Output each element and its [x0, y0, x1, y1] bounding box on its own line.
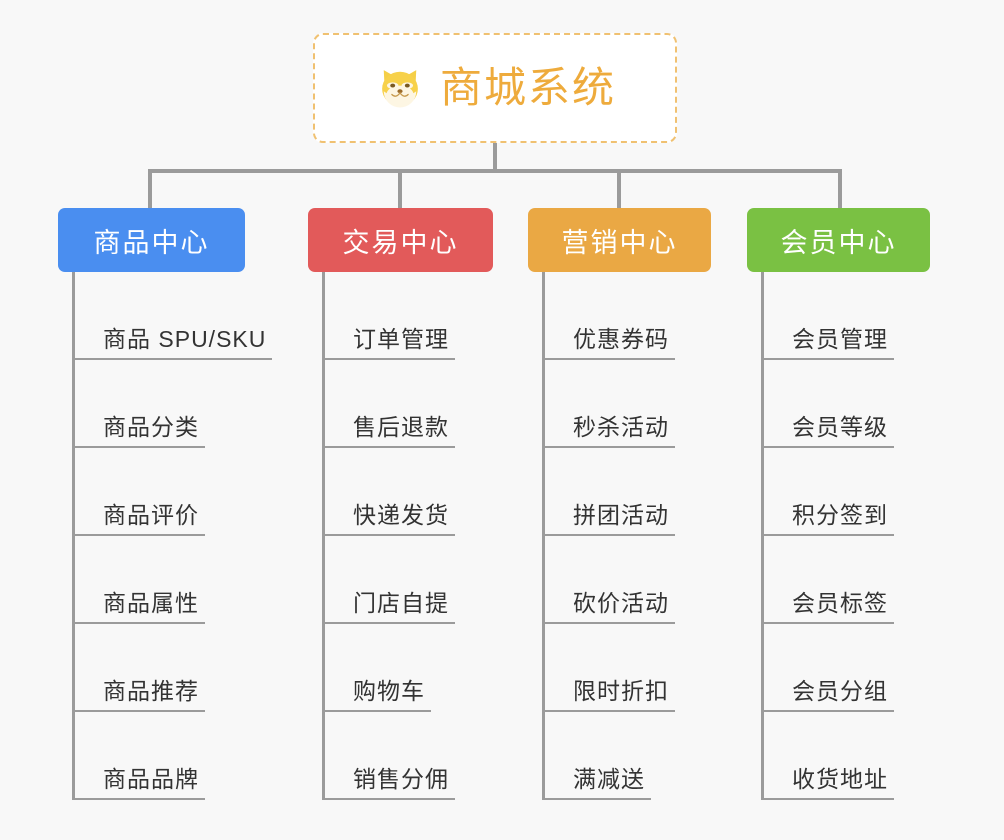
list-item[interactable]: 满减送	[545, 712, 758, 800]
leaf-list-2: 订单管理 售后退款 快递发货 门店自提 购物车 销售分佣	[322, 272, 538, 800]
category-label: 会员中心	[780, 227, 897, 258]
list-item[interactable]: 会员等级	[764, 360, 977, 448]
leaf-label: 会员等级	[792, 413, 888, 440]
list-item[interactable]: 售后退款	[325, 360, 538, 448]
list-item[interactable]: 订单管理	[325, 272, 538, 360]
branch-column-2: 交易中心 订单管理 售后退款 快递发货 门店自提 购物车 销售分佣	[308, 208, 538, 800]
leaf-label: 门店自提	[353, 589, 449, 616]
category-label: 营销中心	[561, 227, 678, 258]
leaf-label: 商品属性	[103, 589, 199, 616]
leaf-label: 订单管理	[353, 325, 449, 352]
list-item[interactable]: 收货地址	[764, 712, 977, 800]
list-item[interactable]: 积分签到	[764, 448, 977, 536]
connector-drop-2	[398, 169, 402, 211]
list-item[interactable]: 商品 SPU/SKU	[75, 272, 288, 360]
list-item[interactable]: 门店自提	[325, 536, 538, 624]
leaf-list-1: 商品 SPU/SKU 商品分类 商品评价 商品属性 商品推荐 商品品牌	[72, 272, 288, 800]
leaf-list-4: 会员管理 会员等级 积分签到 会员标签 会员分组 收货地址	[761, 272, 977, 800]
list-item[interactable]: 商品属性	[75, 536, 288, 624]
list-item[interactable]: 砍价活动	[545, 536, 758, 624]
leaf-list-3: 优惠券码 秒杀活动 拼团活动 砍价活动 限时折扣 满减送	[542, 272, 758, 800]
leaf-label: 砍价活动	[573, 589, 669, 616]
category-header-4[interactable]: 会员中心	[747, 208, 930, 272]
list-item[interactable]: 销售分佣	[325, 712, 538, 800]
list-item[interactable]: 拼团活动	[545, 448, 758, 536]
leaf-label: 优惠券码	[573, 325, 669, 352]
leaf-label: 积分签到	[792, 501, 888, 528]
branch-column-4: 会员中心 会员管理 会员等级 积分签到 会员标签 会员分组 收货地址	[747, 208, 977, 800]
connector-horizontal-bus	[148, 169, 842, 173]
leaf-label: 售后退款	[353, 413, 449, 440]
category-label: 交易中心	[342, 227, 459, 258]
root-node[interactable]: 商城系统	[313, 33, 677, 143]
leaf-label: 购物车	[353, 677, 425, 704]
leaf-label: 限时折扣	[573, 677, 669, 704]
list-item[interactable]: 会员管理	[764, 272, 977, 360]
leaf-label: 销售分佣	[353, 765, 449, 792]
connector-drop-4	[838, 169, 842, 211]
connector-drop-1	[148, 169, 152, 211]
leaf-label: 会员分组	[792, 677, 888, 704]
list-item[interactable]: 优惠券码	[545, 272, 758, 360]
leaf-label: 会员管理	[792, 325, 888, 352]
category-label: 商品中心	[93, 227, 210, 258]
connector-drop-3	[617, 169, 621, 211]
leaf-label: 商品品牌	[103, 765, 199, 792]
list-item[interactable]: 商品推荐	[75, 624, 288, 712]
branch-column-3: 营销中心 优惠券码 秒杀活动 拼团活动 砍价活动 限时折扣 满减送	[528, 208, 758, 800]
category-header-2[interactable]: 交易中心	[308, 208, 493, 272]
leaf-label: 会员标签	[792, 589, 888, 616]
leaf-label: 快递发货	[353, 501, 449, 528]
list-item[interactable]: 商品评价	[75, 448, 288, 536]
leaf-label: 满减送	[573, 765, 645, 792]
connector-root-stem	[493, 143, 497, 171]
shiba-dog-face-icon	[374, 62, 426, 114]
list-item[interactable]: 快递发货	[325, 448, 538, 536]
list-item[interactable]: 秒杀活动	[545, 360, 758, 448]
list-item[interactable]: 商品分类	[75, 360, 288, 448]
list-item[interactable]: 会员标签	[764, 536, 977, 624]
list-item[interactable]: 商品品牌	[75, 712, 288, 800]
leaf-label: 收货地址	[792, 765, 888, 792]
leaf-label: 拼团活动	[573, 501, 669, 528]
list-item[interactable]: 购物车	[325, 624, 538, 712]
branch-column-1: 商品中心 商品 SPU/SKU 商品分类 商品评价 商品属性 商品推荐 商品品牌	[58, 208, 288, 800]
category-header-3[interactable]: 营销中心	[528, 208, 711, 272]
root-title: 商城系统	[439, 64, 616, 111]
leaf-label: 秒杀活动	[573, 413, 669, 440]
leaf-label: 商品 SPU/SKU	[103, 325, 267, 352]
leaf-label: 商品推荐	[103, 677, 199, 704]
list-item[interactable]: 会员分组	[764, 624, 977, 712]
list-item[interactable]: 限时折扣	[545, 624, 758, 712]
leaf-label: 商品评价	[103, 501, 199, 528]
category-header-1[interactable]: 商品中心	[58, 208, 245, 272]
leaf-label: 商品分类	[103, 413, 199, 440]
